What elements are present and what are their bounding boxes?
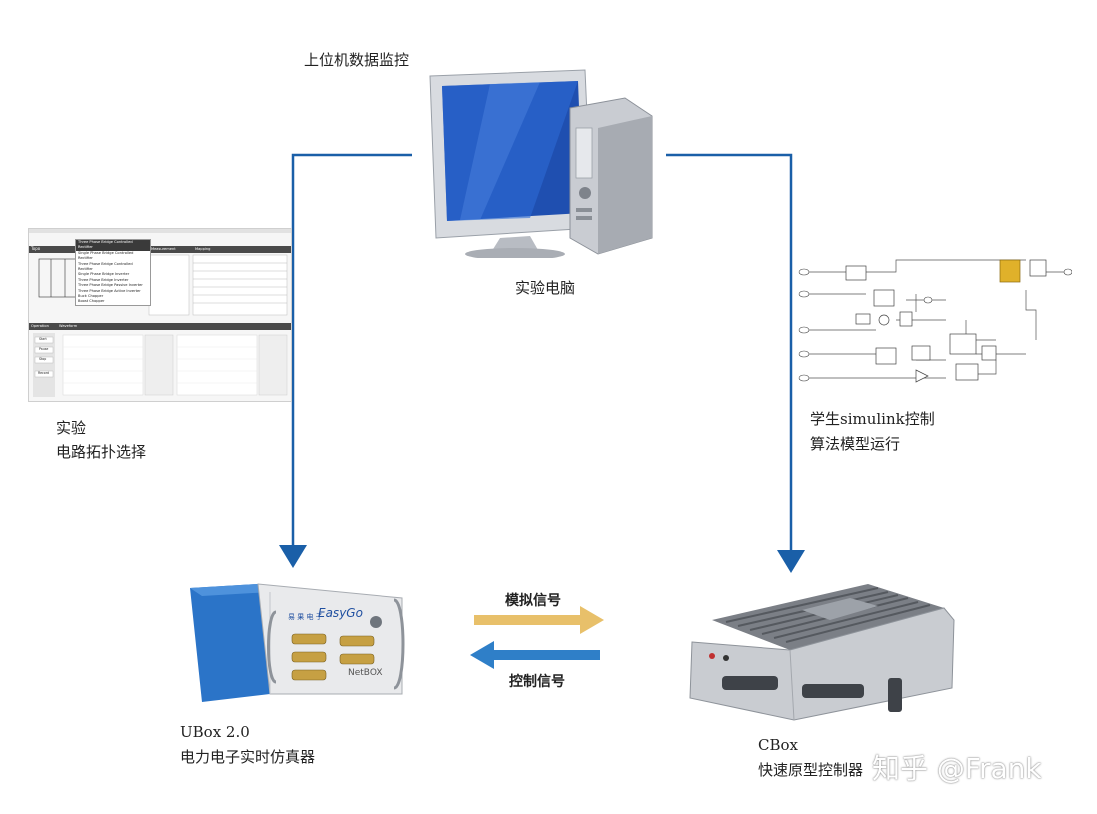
start-button[interactable]: Start [39,337,47,341]
ubox-model-label: NetBOX [348,668,383,678]
simulink-label-line2: 算法模型运行 [810,435,901,453]
panel-label-operation: Operation [31,324,49,328]
pause-button[interactable]: Pause [39,347,49,351]
dropdown-option[interactable]: Three Phase Bridge Active Inverter [78,288,141,293]
dropdown-option[interactable]: Three Phase Bridge Passive Inverter [78,283,143,288]
control-arrow-head [470,641,494,669]
watermark-label: 知乎 @Frank [872,752,1042,785]
pc-to-ubox-line [291,153,412,545]
dropdown-option[interactable]: Three Phase Bridge Inverter [78,277,129,282]
ubox-brand-label: EasyGo [318,606,363,620]
panel-label-waveform: Waveform [59,324,78,328]
pc-title-label: 上位机数据监控 [304,51,410,69]
dropdown-option[interactable]: Single Phase Bridge Controlled Rectifier [78,250,134,261]
simulink-label-line1: 学生simulink控制 [810,410,935,428]
panel-label-measurement: Measurement [151,247,176,251]
dropdown-option[interactable]: Three Phase Bridge Controlled Rectifier [78,261,133,272]
experiment-label-line1: 实验 [56,419,87,437]
ubox-icon [190,583,405,702]
computer-icon [429,69,653,260]
analog-signal-label: 模拟信号 [505,593,561,609]
simulink-block-graphic [798,259,1073,383]
panel-label-topo: Topo [31,246,41,251]
control-signal-label: 控制信号 [509,674,565,690]
dropdown-option[interactable]: Boost Chopper [78,299,105,304]
ubox-device: 易 果 电 子 EasyGo NetBOX [188,582,410,704]
cbox-icon [689,584,955,721]
experiment-software-screenshot: Three Phase Bridge Controlled Rectifier … [28,228,292,402]
experiment-label-line2: 电路拓扑选择 [56,443,147,461]
cbox-label-line1: CBox [758,736,798,754]
analog-arrow-head [580,606,604,634]
panel-label-mapping: Mapping [195,247,211,251]
dropdown-option[interactable]: Buck Chopper [78,294,104,299]
topology-dropdown[interactable]: Three Phase Bridge Controlled Rectifier … [75,239,151,306]
ubox-label-line1: UBox 2.0 [180,723,250,741]
dropdown-selected[interactable]: Three Phase Bridge Controlled Rectifier [76,240,150,251]
pc-to-ubox-arrowhead [279,545,307,568]
cbox-device [682,580,962,730]
analog-arrow-shaft [474,615,582,625]
control-arrow-shaft [492,650,600,660]
stop-button[interactable]: Stop [39,357,47,361]
software-window-graphic [29,229,291,397]
pc-to-cbox-arrowhead [777,550,805,573]
ubox-company-label: 易 果 电 子 [288,613,323,621]
desktop-computer [420,68,660,260]
cbox-label-line2: 快速原型控制器 [758,761,864,779]
pc-to-cbox-line [666,153,793,550]
dropdown-option[interactable]: Single Phase Bridge Inverter [78,272,130,277]
ubox-label-line2: 电力电子实时仿真器 [180,748,316,766]
pc-caption-label: 实验电脑 [515,279,576,297]
record-button[interactable]: Record [38,371,50,375]
simulink-model-diagram [796,250,1073,390]
